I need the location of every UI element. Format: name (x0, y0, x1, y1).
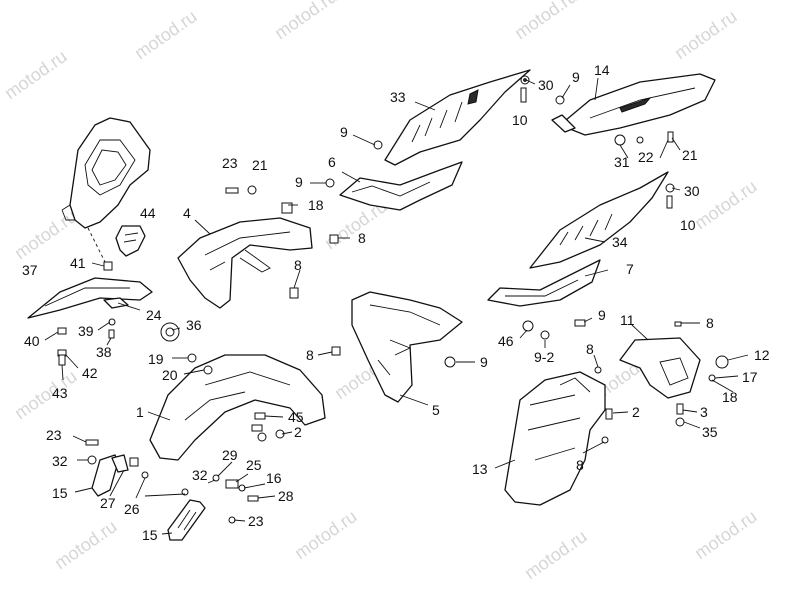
callout-27: 27 (100, 495, 116, 511)
callout-26: 26 (124, 501, 140, 517)
callout-8: 8 (706, 315, 714, 331)
callout-37: 37 (22, 262, 38, 278)
watermark-text: motod.ru (11, 366, 81, 423)
leader-lines (44, 77, 749, 535)
callout-9: 9 (295, 174, 303, 190)
callout-14: 14 (594, 62, 610, 78)
headlight-fairing (61, 117, 151, 229)
callout-2: 2 (632, 404, 640, 420)
callout-32: 32 (52, 453, 68, 469)
watermark-text: motod.ru (51, 516, 121, 573)
callout-21: 21 (252, 157, 268, 173)
callout-19: 19 (148, 351, 164, 367)
hardware (57, 75, 729, 524)
callout-31: 31 (614, 154, 630, 170)
callout-22: 22 (638, 149, 654, 165)
callout-35: 35 (702, 424, 718, 440)
callout-41: 41 (70, 255, 86, 271)
callout-33: 33 (390, 89, 406, 105)
watermark-text: motod.ru (1, 46, 71, 103)
callout-4: 4 (183, 205, 191, 221)
plate-holder-11 (619, 337, 701, 399)
callout-45: 45 (288, 409, 304, 425)
callout-9: 9 (572, 69, 580, 85)
watermark-text: motod.ru (291, 506, 361, 563)
front-fender-1 (149, 354, 326, 461)
callout-23: 23 (222, 155, 238, 171)
callout-8: 8 (358, 230, 366, 246)
callout-18: 18 (308, 197, 324, 213)
callout-36: 36 (186, 317, 202, 333)
callout-23: 23 (248, 513, 264, 529)
callout-29: 29 (222, 447, 238, 463)
callout-2: 2 (294, 424, 302, 440)
rear-mudguard-13 (504, 371, 606, 506)
front-fairing-4 (177, 217, 313, 309)
front-mount-37 (27, 277, 153, 319)
callout-5: 5 (432, 402, 440, 418)
watermark-text: motod.ru (671, 6, 741, 63)
callout-43: 43 (52, 385, 68, 401)
callout-12: 12 (754, 347, 770, 363)
tank-cover-33 (384, 69, 531, 166)
callout-6: 6 (328, 154, 336, 170)
parts-layer (27, 69, 729, 541)
watermark-text: motod.ru (691, 506, 761, 563)
callout-8: 8 (306, 347, 314, 363)
watermark-text: motod.ru (131, 6, 201, 63)
watermark-text: motod.ru (521, 526, 591, 583)
callout-3: 3 (700, 404, 708, 420)
watermark-text: motod.ru (511, 0, 581, 43)
rear-cowl-14 (551, 73, 716, 136)
callout-20: 20 (162, 367, 178, 383)
callout-7: 7 (626, 261, 634, 277)
callout-30: 30 (538, 77, 554, 93)
bracket-44 (115, 225, 146, 257)
callout-9: 9 (340, 124, 348, 140)
callout-46: 46 (498, 333, 514, 349)
callout-8: 8 (294, 257, 302, 273)
callout-18: 18 (722, 389, 738, 405)
radiator-shroud-5 (351, 291, 463, 403)
callout-28: 28 (278, 488, 294, 504)
fork-guard-15a (91, 454, 129, 497)
callout-8: 8 (576, 457, 584, 473)
callout-15: 15 (142, 527, 158, 543)
side-panel-7 (487, 259, 601, 307)
callout-23: 23 (46, 427, 62, 443)
callout-40: 40 (24, 333, 40, 349)
callout-8: 8 (586, 341, 594, 357)
callout-16: 16 (266, 470, 282, 486)
callout-11: 11 (620, 312, 635, 328)
callout-10: 10 (512, 112, 528, 128)
callout-1: 1 (136, 404, 144, 420)
callout-39: 39 (78, 323, 94, 339)
callout-34: 34 (612, 234, 628, 250)
side-panel-6 (339, 161, 463, 211)
callout-21: 21 (682, 147, 698, 163)
callout-9: 9 (480, 354, 488, 370)
callout-17: 17 (742, 369, 758, 385)
callout-25: 25 (246, 457, 262, 473)
watermark-text: motod.ru (271, 0, 341, 43)
callout-9: 9 (598, 307, 606, 323)
watermark-text: motod.ru (691, 176, 761, 233)
fork-guard-15b (167, 499, 206, 541)
callout-24: 24 (146, 307, 162, 323)
callout-10: 10 (680, 217, 696, 233)
callout-42: 42 (82, 365, 98, 381)
callout-13: 13 (472, 461, 488, 477)
callout-15: 15 (52, 485, 68, 501)
callout-labels: 33 30 9 14 10 9 6 23 21 9 18 31 22 21 30… (22, 62, 770, 543)
callout-38: 38 (96, 344, 112, 360)
callout-32: 32 (192, 467, 208, 483)
callout-44: 44 (140, 205, 156, 221)
callout-9-2: 9-2 (534, 349, 554, 365)
callout-30: 30 (684, 183, 700, 199)
side-panel-34 (529, 171, 669, 269)
fairing-dash-line (87, 227, 106, 263)
